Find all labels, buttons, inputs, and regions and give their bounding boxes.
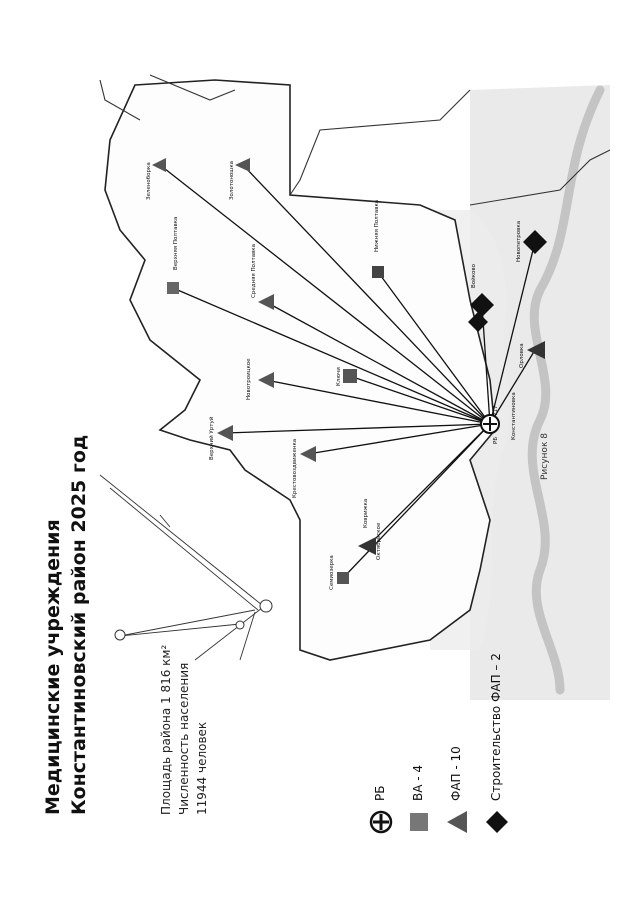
square-icon: [410, 813, 428, 831]
legend-item-rb: РБ: [368, 575, 394, 835]
legend-item-construction: Строительство ФАП – 2: [484, 575, 510, 835]
va-marker-semiozerka: [337, 572, 349, 584]
terrain-texture: [470, 85, 610, 700]
label-kovrizhka: Коврижка: [363, 499, 369, 528]
facility-markers: [152, 158, 547, 584]
label-verkhniy-urtuy: Верхний Уртуй: [208, 416, 215, 460]
fap-marker-kovrizhka: [358, 537, 376, 555]
diamond-icon: [486, 811, 508, 833]
label-novotroitskoe: Новотроицкое: [246, 358, 252, 400]
title-line-1: Медицинские учреждения: [42, 519, 64, 815]
hospital-cross-icon: [369, 810, 393, 834]
fap-marker-krestovozdvizhenka: [300, 446, 316, 462]
label-nizhnyaya-poltavka: Нижняя Полтавка: [374, 200, 380, 252]
label-orlovka: Орловка: [519, 343, 525, 368]
label-semiozerka: Семиозерка: [329, 555, 335, 590]
river: [527, 85, 605, 695]
fap-marker-orlovka: [527, 341, 545, 359]
label-verkhnyaya-poltavka: Верхняя Полтавка: [173, 217, 179, 270]
legend-item-va: ВА - 4: [406, 575, 432, 835]
population-label: Численность населения: [177, 662, 191, 815]
fap-marker-zolotonoshka: [235, 158, 250, 172]
legend-item-fap: ФАП - 10: [444, 575, 470, 835]
fap-marker-srednyaya-poltavka: [258, 294, 274, 310]
population-value: 11944 человек: [195, 721, 209, 815]
hospital-hub-marker: [480, 414, 500, 434]
title-line-2: Константиновский район 2025 год: [68, 434, 90, 815]
label-novopetrovka: Новопетровка: [516, 221, 522, 262]
fap-marker-verkhniy-urtuy: [217, 425, 233, 441]
figure-caption: Рисунок 8: [540, 433, 550, 480]
construction-marker-novopetrovka: [523, 230, 547, 254]
va-marker-verkhnyaya-poltavka: [167, 282, 179, 294]
label-klyuchi: Ключи: [336, 367, 342, 386]
label-zelenoborka: Зеленоборка: [146, 162, 152, 200]
map-title: Медицинские учреждения Константиновский …: [40, 435, 92, 815]
legend-label-construction: Строительство ФАП – 2: [489, 653, 503, 801]
triangle-icon: [447, 811, 467, 833]
connection-lines: [159, 164, 536, 579]
fap-marker-zelenoborka: [152, 158, 166, 172]
label-hub-code: РБ: [493, 437, 499, 444]
place-labels: Зеленоборка Золотоношка Верхняя Полтавка…: [146, 161, 525, 590]
va-marker-nizhnyaya-poltavka: [372, 266, 384, 278]
legend-label-rb: РБ: [373, 785, 387, 801]
label-zolotonoshka: Золотоношка: [229, 161, 235, 200]
label-krestovozdvizhenka: Крестовоздвиженка: [292, 439, 298, 498]
va-marker-klyuchi: [343, 369, 357, 383]
fap-marker-novotroitskoe: [258, 372, 274, 388]
legend-label-fap: ФАП - 10: [449, 746, 463, 801]
label-hub-number: 717: [493, 405, 499, 416]
label-voykovo: Войково: [470, 263, 477, 288]
label-oktyabrskoe: Октябрьское: [376, 522, 382, 560]
label-konstantinovka: Константиновка: [511, 392, 517, 440]
legend-label-va: ВА - 4: [411, 764, 425, 801]
label-srednyaya-poltavka: Средняя Полтавка: [251, 244, 257, 298]
area-label: Площадь района 1 816 км²: [159, 644, 173, 815]
construction-marker-voykovo-2: [468, 312, 488, 332]
district-stats: Площадь района 1 816 км² Численность нас…: [157, 645, 211, 815]
district-boundary: [104, 79, 496, 661]
outer-boundaries: [99, 74, 611, 206]
neighbor-markers: [114, 599, 273, 641]
neighbor-network-lines: [99, 474, 263, 661]
construction-marker-voykovo: [470, 293, 494, 317]
